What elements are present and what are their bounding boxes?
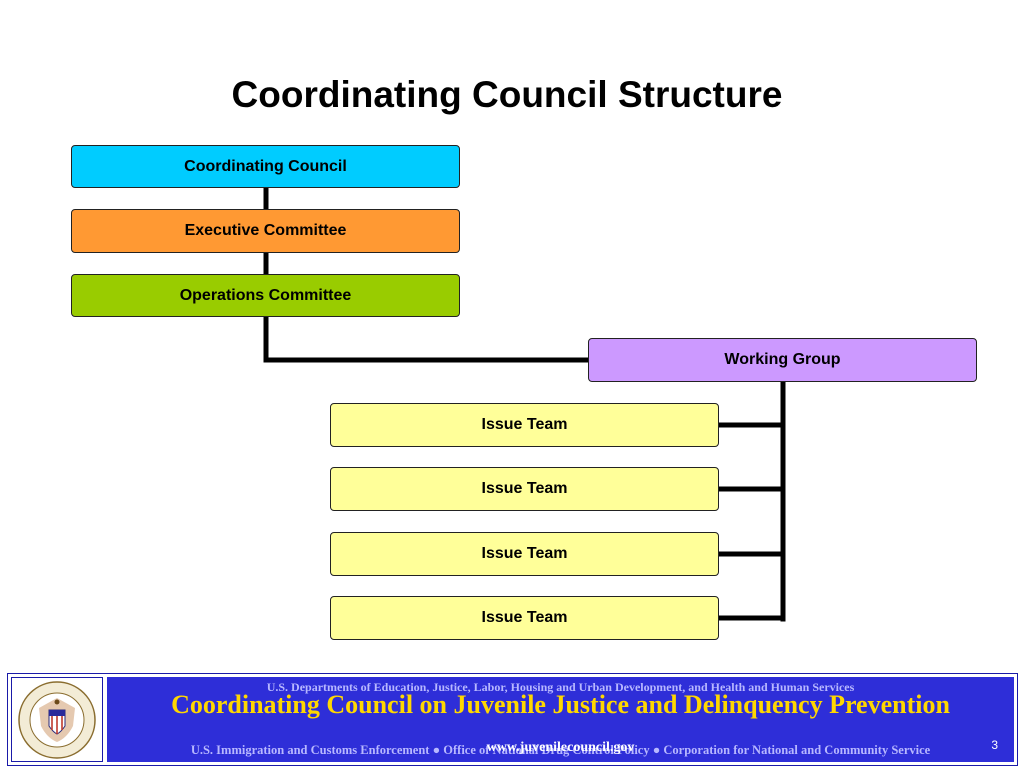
page-number: 3 (991, 738, 998, 752)
footer-org-name: Coordinating Council on Juvenile Justice… (171, 690, 950, 719)
node-issue-team-3: Issue Team (330, 532, 719, 576)
footer-banner: U.S. Departments of Education, Justice, … (7, 673, 1018, 766)
node-label: Working Group (724, 351, 841, 368)
node-label: Executive Committee (184, 222, 347, 239)
council-seal-icon (18, 680, 96, 759)
node-label: Issue Team (481, 416, 568, 433)
slide-title: Coordinating Council Structure (231, 74, 783, 115)
connector-operations-working-group (263, 314, 591, 363)
node-label: Issue Team (481, 609, 568, 626)
footer-url-link[interactable]: www.juvenilecouncil.gov (486, 740, 635, 755)
node-issue-team-4: Issue Team (330, 596, 719, 640)
node-coordinating-council: Coordinating Council (71, 145, 460, 188)
footer-departments: U.S. Departments of Education, Justice, … (266, 680, 855, 694)
node-label: Issue Team (481, 545, 568, 562)
node-operations-committee: Operations Committee (71, 274, 460, 317)
footer-agencies: U.S. Immigration and Customs Enforcement… (190, 743, 931, 757)
org-chart-connectors (263, 185, 786, 622)
seal-frame (11, 677, 103, 762)
node-executive-committee: Executive Committee (71, 209, 460, 253)
footer-blue-panel: U.S. Departments of Education, Justice, … (107, 677, 1014, 762)
node-issue-team-1: Issue Team (330, 403, 719, 447)
node-issue-team-2: Issue Team (330, 467, 719, 511)
node-label: Operations Committee (179, 286, 352, 304)
node-label: Issue Team (481, 480, 568, 497)
node-label: Coordinating Council (184, 157, 347, 175)
node-working-group: Working Group (588, 338, 977, 382)
